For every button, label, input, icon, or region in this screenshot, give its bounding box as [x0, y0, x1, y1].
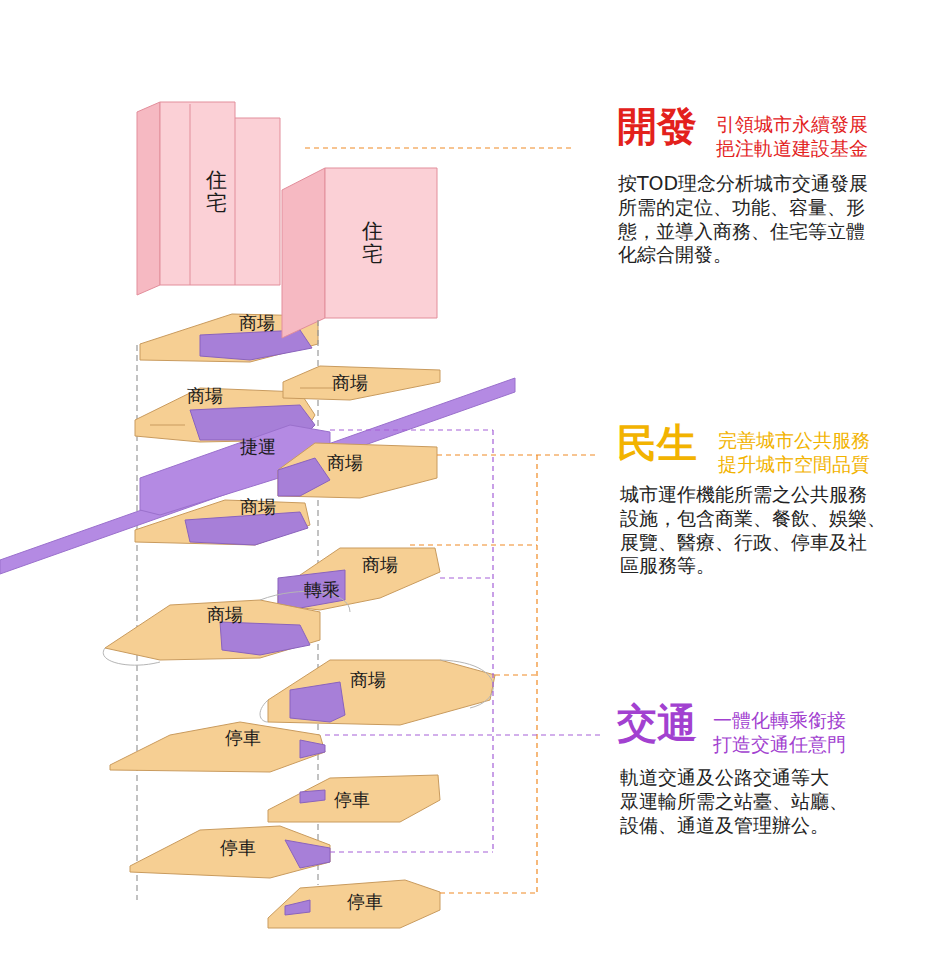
node-label: 住宅 — [206, 169, 227, 215]
node-label: 停車 — [334, 790, 370, 811]
section-heading: 交通 — [617, 703, 697, 743]
node-label: 轉乘 — [304, 580, 340, 601]
section-subtitle: 一體化轉乘銜接 打造交通任意門 — [713, 709, 876, 757]
section-body: 軌道交通及公路交通等大 眾運輸所需之站臺、站廳、 設備、通道及管理辦公。 — [620, 766, 878, 837]
parking-floor: 停車 — [347, 892, 383, 913]
label-holder: 城市運作機能所需之公共服務 設施，包含商業、餐飲、娛樂、 展覽、醫療、行政、停車… — [620, 483, 901, 578]
node-label: 商場 — [240, 497, 276, 518]
mall-floor: 商場 — [187, 386, 223, 407]
section-body: 城市運作機能所需之公共服務 設施，包含商業、餐飲、娛樂、 展覽、醫療、行政、停車… — [620, 483, 901, 578]
label-holder: 按TOD理念分析城市交通發展 所需的定位、功能、容量、形 態，並導入商務、住宅等… — [618, 172, 895, 267]
node-label: 商場 — [239, 313, 275, 334]
label-holder: 開發 — [617, 106, 697, 146]
node-label: 商場 — [332, 373, 368, 394]
node-label: 捷運 — [240, 437, 276, 458]
node-label: 停車 — [225, 728, 261, 749]
label-holder: 交通 — [617, 703, 697, 743]
node-label: 商場 — [362, 555, 398, 576]
node-label: 停車 — [220, 838, 256, 859]
section-heading: 開發 — [617, 106, 697, 146]
section-body: 按TOD理念分析城市交通發展 所需的定位、功能、容量、形 態，並導入商務、住宅等… — [618, 172, 895, 267]
label-holder: 民生 — [617, 423, 697, 463]
label-holder: 引領城市永續發展 挹注軌道建設基金 — [716, 113, 879, 161]
section-heading: 民生 — [617, 423, 697, 463]
node-label: 商場 — [350, 670, 386, 691]
parking-floor: 停車 — [220, 838, 256, 859]
label-holder: 完善城市公共服務 提升城市空間品質 — [718, 429, 881, 477]
node-label: 商場 — [207, 605, 243, 626]
node-label: 住宅 — [362, 220, 383, 266]
metro-band: 捷運 — [240, 437, 276, 458]
mall-transfer-floor: 商場轉乘 — [278, 548, 440, 610]
mall-floor: 商場 — [350, 670, 386, 691]
mall-floor: 商場 — [239, 313, 275, 334]
node-label: 商場 — [327, 453, 363, 474]
mall-floor: 商場 — [327, 453, 363, 474]
label-holder: 一體化轉乘銜接 打造交通任意門 — [713, 709, 876, 757]
section-subtitle: 完善城市公共服務 提升城市空間品質 — [718, 429, 881, 477]
parking-floor: 停車 — [225, 728, 261, 749]
mall-floor: 商場 — [240, 497, 276, 518]
residential-tower: 住宅 — [362, 220, 383, 266]
mall-floor: 商場 — [207, 605, 243, 626]
section-subtitle: 引領城市永續發展 挹注軌道建設基金 — [716, 113, 879, 161]
node-label: 停車 — [347, 892, 383, 913]
node-label: 商場 — [187, 386, 223, 407]
mall-floor: 商場 — [332, 373, 368, 394]
label-holder: 軌道交通及公路交通等大 眾運輸所需之站臺、站廳、 設備、通道及管理辦公。 — [620, 766, 878, 837]
parking-floor: 停車 — [334, 790, 370, 811]
residential-tower: 住宅 — [206, 169, 227, 215]
